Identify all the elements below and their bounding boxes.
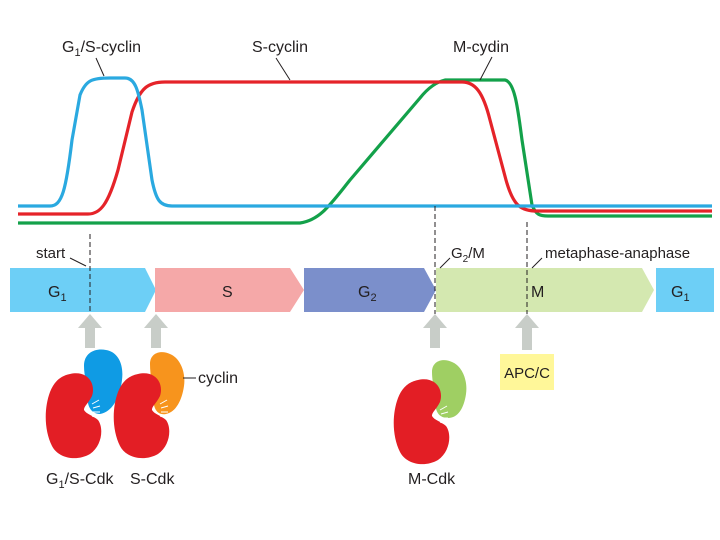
s-cyclin-label: S-cyclin	[252, 39, 308, 56]
start-label: start	[36, 245, 66, 262]
phase-band	[10, 268, 714, 312]
g1s-cdk-complex	[45, 349, 123, 459]
m-cdk-shape	[393, 379, 450, 465]
apc-c-arrow	[515, 314, 539, 350]
phase-m	[436, 268, 654, 312]
g1s-cyclin-shape	[84, 349, 123, 414]
activation-arrows	[78, 314, 539, 350]
s-leader	[275, 57, 291, 81]
g1s-cyclin-label: G1/S-cyclin	[62, 39, 141, 59]
m-cyclin-shape	[432, 360, 467, 418]
metaphase-anaphase-label: metaphase-anaphase	[545, 245, 690, 262]
m-cdk-label: M-Cdk	[408, 471, 456, 488]
s-cdk-complex	[113, 352, 196, 459]
cyclin-curves	[18, 76, 712, 225]
phase-label-g2: G2	[358, 284, 377, 304]
g2m-label: G2/M	[451, 245, 485, 265]
phase-label-m: M	[531, 284, 544, 301]
apc-c-box	[500, 354, 554, 390]
s-cdk-arrow	[144, 314, 168, 348]
s-cyclin-curve	[18, 80, 712, 216]
start-leader	[69, 257, 87, 267]
g1s-cdk-hatch	[91, 399, 101, 419]
g2m-leader	[439, 257, 451, 269]
m-cdk-hatch	[439, 405, 449, 425]
g1s-leader	[95, 57, 105, 77]
phase-label-s: S	[222, 284, 233, 301]
apc-c-label: APC/C	[504, 365, 550, 382]
curve-leader-lines	[95, 56, 493, 81]
s-cdk-shape	[113, 373, 170, 459]
phase-g1	[10, 268, 156, 312]
m-cyclin-label: M-cydin	[453, 39, 509, 56]
phase-g2	[304, 268, 436, 312]
s-cyclin-shape	[150, 352, 185, 415]
s-cdk-hatch	[159, 399, 169, 419]
m-cdk-complex	[393, 360, 467, 465]
g1s-cdk-label: G1/S-Cdk	[46, 471, 114, 491]
cyclin-label: cyclin	[198, 370, 238, 387]
m-leader	[479, 56, 493, 81]
g1s-cdk-shape	[45, 373, 102, 459]
phase-label-g1-next: G1	[671, 284, 690, 304]
s-cdk-label: S-Cdk	[130, 471, 175, 488]
meta-leader	[531, 257, 543, 269]
phase-g1-next	[656, 268, 714, 312]
checkpoint-lines	[89, 206, 528, 314]
phase-s	[155, 268, 304, 312]
phase-labels: G1 S G2 M G1	[48, 284, 690, 304]
checkpoint-leaders	[69, 257, 543, 269]
m-cdk-arrow	[423, 314, 447, 348]
phase-label-g1: G1	[48, 284, 67, 304]
g1s-cdk-arrow	[78, 314, 102, 348]
g1s-cyclin-curve	[18, 76, 712, 208]
